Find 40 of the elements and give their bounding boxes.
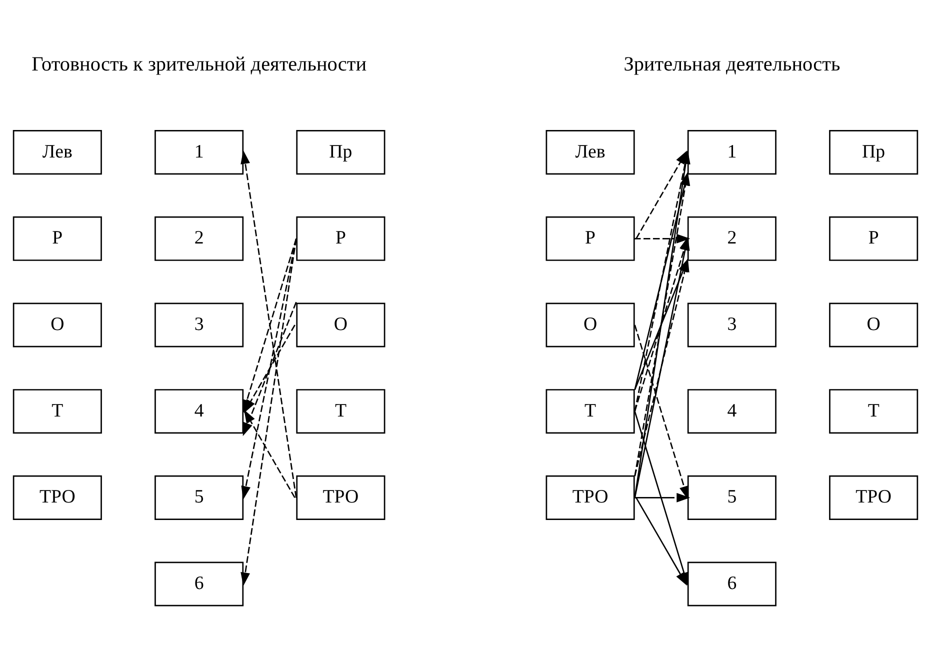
arrow <box>636 497 688 586</box>
node-box: ТРО <box>829 475 918 520</box>
arrow <box>244 410 296 498</box>
node-box: ТРО <box>546 475 635 520</box>
node-box: 6 <box>687 562 776 606</box>
node-box: Р <box>546 216 635 261</box>
node-box: 4 <box>154 389 244 434</box>
node-box: ТРО <box>12 475 102 520</box>
node-box: Пр <box>829 130 918 175</box>
node-box: Т <box>296 389 386 434</box>
arrow <box>634 234 690 244</box>
node-box: О <box>12 302 102 348</box>
node-box: 1 <box>154 130 244 175</box>
node-box: 2 <box>154 216 244 261</box>
node-box: Р <box>12 216 102 261</box>
node-box: 6 <box>154 562 244 606</box>
node-box: О <box>296 302 386 348</box>
node-box: ТРО <box>296 475 386 520</box>
node-box: 2 <box>687 216 776 261</box>
node-box: Р <box>296 216 386 261</box>
node-box: Т <box>12 389 102 434</box>
node-box: Лев <box>12 130 102 175</box>
node-box: О <box>829 302 918 348</box>
arrow <box>634 324 689 500</box>
label: Готовность к зрительной деятельности <box>32 54 367 76</box>
node-box: Т <box>546 389 635 434</box>
node-box: О <box>546 302 635 348</box>
arrow <box>244 324 296 414</box>
node-box: 4 <box>687 389 776 434</box>
node-box: Т <box>829 389 918 434</box>
label: Зрительная деятельность <box>624 54 840 76</box>
node-box: 3 <box>154 302 244 348</box>
node-box: Лев <box>546 130 635 175</box>
node-box: 1 <box>687 130 776 175</box>
node-box: 3 <box>687 302 776 348</box>
node-box: 5 <box>154 475 244 520</box>
node-box: 5 <box>687 475 776 520</box>
node-box: Р <box>829 216 918 261</box>
arrow <box>634 492 690 502</box>
node-box: Пр <box>296 130 386 175</box>
